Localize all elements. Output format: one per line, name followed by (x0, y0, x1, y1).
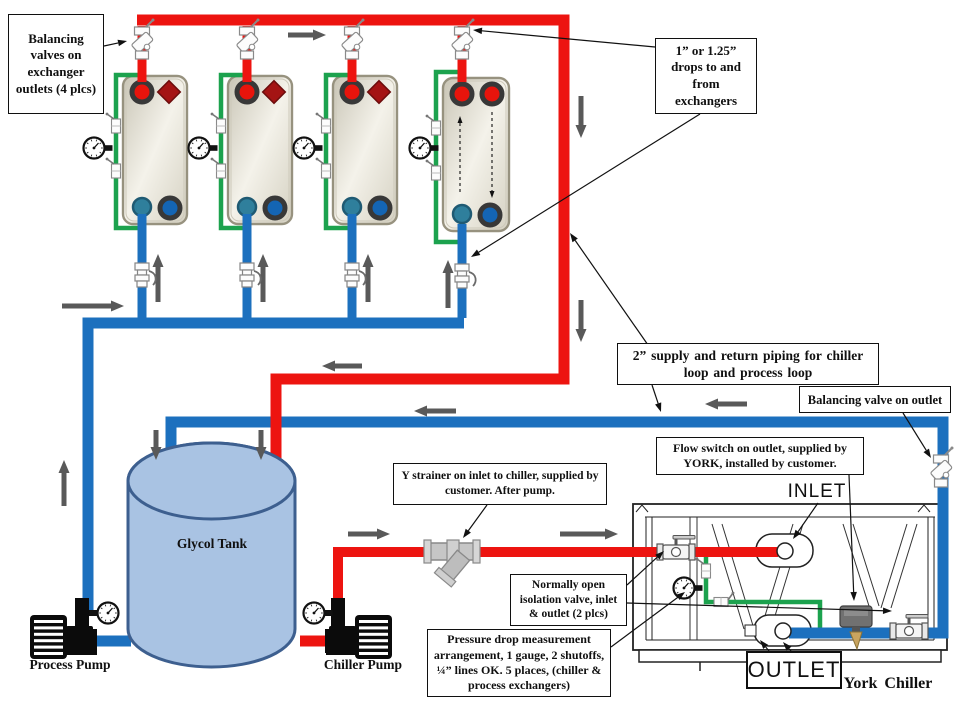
outlet-valve-icon (239, 262, 262, 288)
shutoff-valve-icon (695, 557, 712, 579)
glycol-tank (126, 441, 297, 669)
annotation-balancing-valves: Balancing valves on exchanger outlets (4… (8, 14, 104, 114)
pressure-gauge-icon (187, 136, 218, 160)
pressure-gauge-icon (82, 136, 113, 160)
balancing-valve-icon (131, 18, 155, 60)
y-strainer-icon (423, 539, 481, 588)
port-hot-left (339, 79, 365, 105)
shutoff-valve-icon (713, 591, 735, 608)
inlet-circle (776, 542, 794, 560)
balancing-valve-icon (236, 18, 260, 60)
glycol-tank-label: Glycol Tank (176, 536, 248, 551)
pressure-gauge-icon (408, 136, 439, 160)
balancing-valve-icon (341, 18, 365, 60)
shutoff-valve-icon (315, 157, 332, 179)
port-cold-left (341, 196, 363, 218)
outlet-circle (774, 622, 792, 640)
outlet-valve-icon (134, 262, 157, 288)
port-cold-left (236, 196, 258, 218)
flow-arrows (58, 29, 747, 540)
balancing-valve-icon (930, 446, 954, 488)
pressure-gauge-icon (292, 136, 323, 160)
annotation-isolation-valves: Normally open isolation valve, inlet & o… (510, 574, 627, 626)
port-cold-right (477, 202, 503, 228)
process-pump-label: Process Pump (29, 657, 111, 672)
shutoff-valve-icon (315, 112, 332, 134)
measure-pipe-green (113, 69, 823, 631)
shutoff-valve-icon (425, 114, 442, 136)
pressure-gauge-icon (89, 601, 120, 625)
outlet-label: OUTLET (746, 651, 842, 689)
port-hot-right (156, 79, 182, 105)
heat-exchanger-4 (441, 76, 511, 233)
flow-switch-icon (839, 605, 873, 651)
annotation-balancing-valve-outlet: Balancing valve on outlet (799, 386, 951, 413)
chiller-pump-label: Chiller Pump (323, 657, 403, 672)
annotation-y-strainer: Y strainer on inlet to chiller, supplied… (393, 463, 607, 505)
port-cold-left (451, 203, 473, 225)
annotation-flow-switch: Flow switch on outlet, supplied by YORK,… (656, 437, 864, 475)
york-chiller-label: York Chiller (843, 675, 933, 692)
port-hot-right (479, 81, 505, 107)
port-hot-left (129, 79, 155, 105)
port-hot-left (234, 79, 260, 105)
chiller-pump-icon (322, 598, 392, 659)
balancing-valve-icon (451, 18, 475, 60)
heat-exchanger-1 (121, 74, 189, 226)
ball-valve-icon (656, 535, 696, 561)
port-hot-right (366, 79, 392, 105)
port-cold-right (367, 195, 393, 221)
inlet-label: INLET (787, 481, 847, 502)
shutoff-valve-icon (425, 159, 442, 181)
shutoff-valve-icon (210, 112, 227, 134)
process-pump-icon (30, 598, 99, 659)
annotation-arrows (103, 27, 931, 652)
annotation-supply-return-piping: 2” supply and return piping for chiller … (617, 343, 879, 385)
pressure-gauge-icon (302, 601, 333, 625)
annotation-drops: 1” or 1.25” drops to and from exchangers (655, 38, 757, 114)
heat-exchanger-3 (331, 74, 399, 226)
port-cold-right (157, 195, 183, 221)
annotation-pressure-drop: Pressure drop measurement arrangement, 1… (427, 629, 611, 697)
port-hot-left (449, 81, 475, 107)
pressure-gauge-icon (672, 576, 703, 600)
shutoff-valve-icon (105, 157, 122, 179)
outlet-valve-icon (454, 263, 477, 289)
outlet-valve-icon (344, 262, 367, 288)
shutoff-valve-icon (105, 112, 122, 134)
heat-exchanger-2 (226, 74, 294, 226)
shutoff-valve-icon (210, 157, 227, 179)
ball-valve-icon (889, 614, 929, 640)
port-cold-left (131, 196, 153, 218)
port-hot-right (261, 79, 287, 105)
port-cold-right (262, 195, 288, 221)
